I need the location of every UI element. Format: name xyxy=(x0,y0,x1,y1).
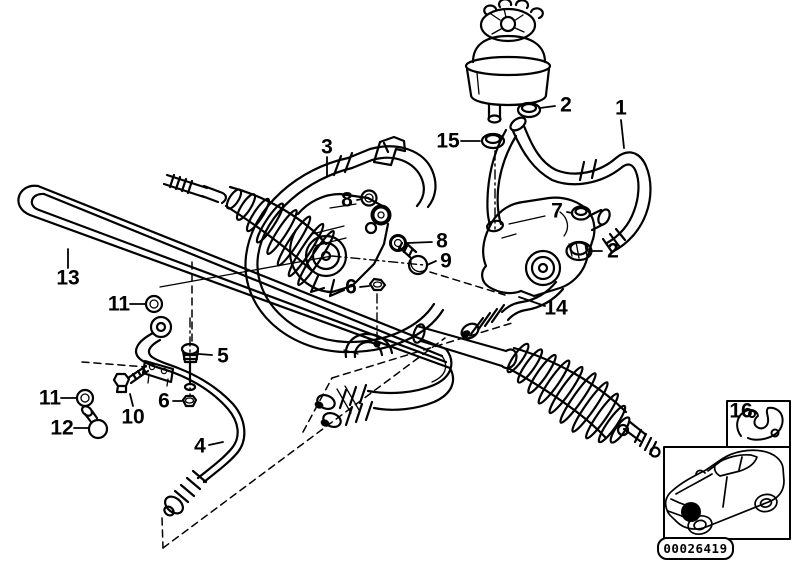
callout-4-return-pipe: 4 xyxy=(194,434,206,458)
callout-12-plug: 12 xyxy=(50,416,74,440)
cooler-pipe xyxy=(17,184,455,429)
bracket-icon xyxy=(736,406,784,441)
callout-16-bracket: 16 xyxy=(729,399,753,423)
callout-7-seal-ring: 7 xyxy=(551,199,563,223)
construction-lines xyxy=(81,150,513,549)
callout-2-pump-clamp: 2 xyxy=(607,239,619,263)
callout-10-bolt: 10 xyxy=(121,405,145,429)
callout-5-valve: 5 xyxy=(217,344,229,368)
callout-9-banjo-bolt: 9 xyxy=(440,249,452,273)
location-dot xyxy=(681,502,701,522)
power-steering-pump xyxy=(481,196,611,298)
callout-2-reservoir-grommet: 2 xyxy=(560,93,572,117)
callout-6-nut-lower: 6 xyxy=(158,389,170,413)
callout-8-seal-upper: 8 xyxy=(341,188,353,212)
pressure-hose-loop xyxy=(244,145,445,359)
inset-boxes xyxy=(663,400,791,540)
leader-lines xyxy=(60,105,625,446)
callout-11-washer-lower: 11 xyxy=(38,386,62,410)
pump-seal-and-clamp xyxy=(565,205,593,262)
return-pipe xyxy=(135,315,246,517)
callout-11-washer-upper: 11 xyxy=(107,292,131,316)
car-locator xyxy=(664,449,785,536)
return-hose-elbow xyxy=(460,280,565,340)
callout-13-cooler-pipe: 13 xyxy=(56,266,80,290)
image-number-stamp: 00026419 xyxy=(657,537,734,560)
suction-hose xyxy=(486,101,652,254)
callout-3-pressure-hose: 3 xyxy=(321,135,333,159)
callout-6-nut-center: 6 xyxy=(345,275,357,299)
callout-1-suction-hose: 1 xyxy=(615,96,627,120)
callout-8-seal-lower: 8 xyxy=(436,229,448,253)
fluid-reservoir xyxy=(464,0,552,124)
steering-gear-valve-body xyxy=(288,135,407,298)
callout-14-return-hose: 14 xyxy=(544,296,568,320)
callout-15-clamp: 15 xyxy=(436,129,460,153)
